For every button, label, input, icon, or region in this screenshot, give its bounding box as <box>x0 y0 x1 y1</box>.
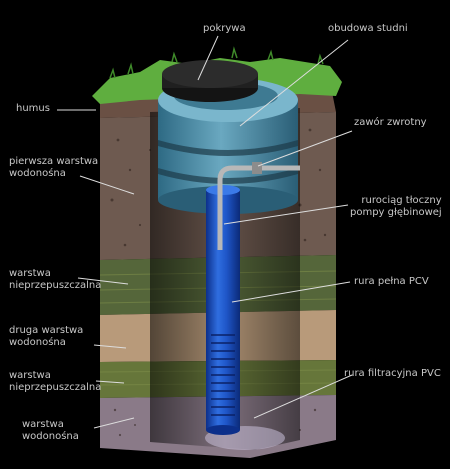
label-zawor-zwrotny: zawór zwrotny <box>354 117 427 128</box>
label-nieprz2-line1: warstwa <box>9 370 51 381</box>
label-nieprzepuszczalna-2: warstwa nieprzepuszczalna <box>9 370 101 394</box>
label-druga-line1: druga warstwa <box>9 325 84 336</box>
label-nieprzepuszczalna-1: warstwa nieprzepuszczalna <box>9 268 101 292</box>
lid <box>162 60 258 102</box>
label-rurociag-line1: rurociąg tłoczny <box>361 195 442 206</box>
label-druga-warstwa: druga warstwa wodonośna <box>9 325 83 349</box>
label-pierwsza-warstwa: pierwsza warstwa wodonośna <box>9 156 98 180</box>
label-humus: humus <box>16 103 50 114</box>
check-valve <box>252 162 262 174</box>
pvc-pipe <box>206 185 240 435</box>
label-obudowa-studni: obudowa studni <box>328 23 408 34</box>
grass-blades <box>109 46 324 79</box>
filter-slots <box>211 334 235 416</box>
label-druga-line2: wodonośna <box>9 337 66 348</box>
pressure-pipe <box>217 165 300 250</box>
leader-lines <box>57 35 353 429</box>
label-wodon-line1: warstwa <box>22 419 64 430</box>
label-nieprz1-line1: warstwa <box>9 268 51 279</box>
label-pierwsza-line1: pierwsza warstwa <box>9 156 99 167</box>
label-pierwsza-line2: wodonośna <box>9 168 66 179</box>
label-nieprz2-line2: nieprzepuszczalna <box>9 382 102 393</box>
label-nieprz1-line2: nieprzepuszczalna <box>9 280 102 291</box>
label-pokrywa: pokrywa <box>203 23 246 34</box>
label-rurociag: rurociąg tłoczny pompy głębinowej <box>350 195 442 219</box>
label-rura-pelna: rura pełna PCV <box>354 276 429 287</box>
label-warstwa-wodonosna: warstwa wodonośna <box>22 419 79 443</box>
label-wodon-line2: wodonośna <box>22 431 79 442</box>
label-rurociag-line2: pompy głębinowej <box>350 207 442 218</box>
label-rura-filtracyjna: rura filtracyjna PVC <box>344 368 441 379</box>
